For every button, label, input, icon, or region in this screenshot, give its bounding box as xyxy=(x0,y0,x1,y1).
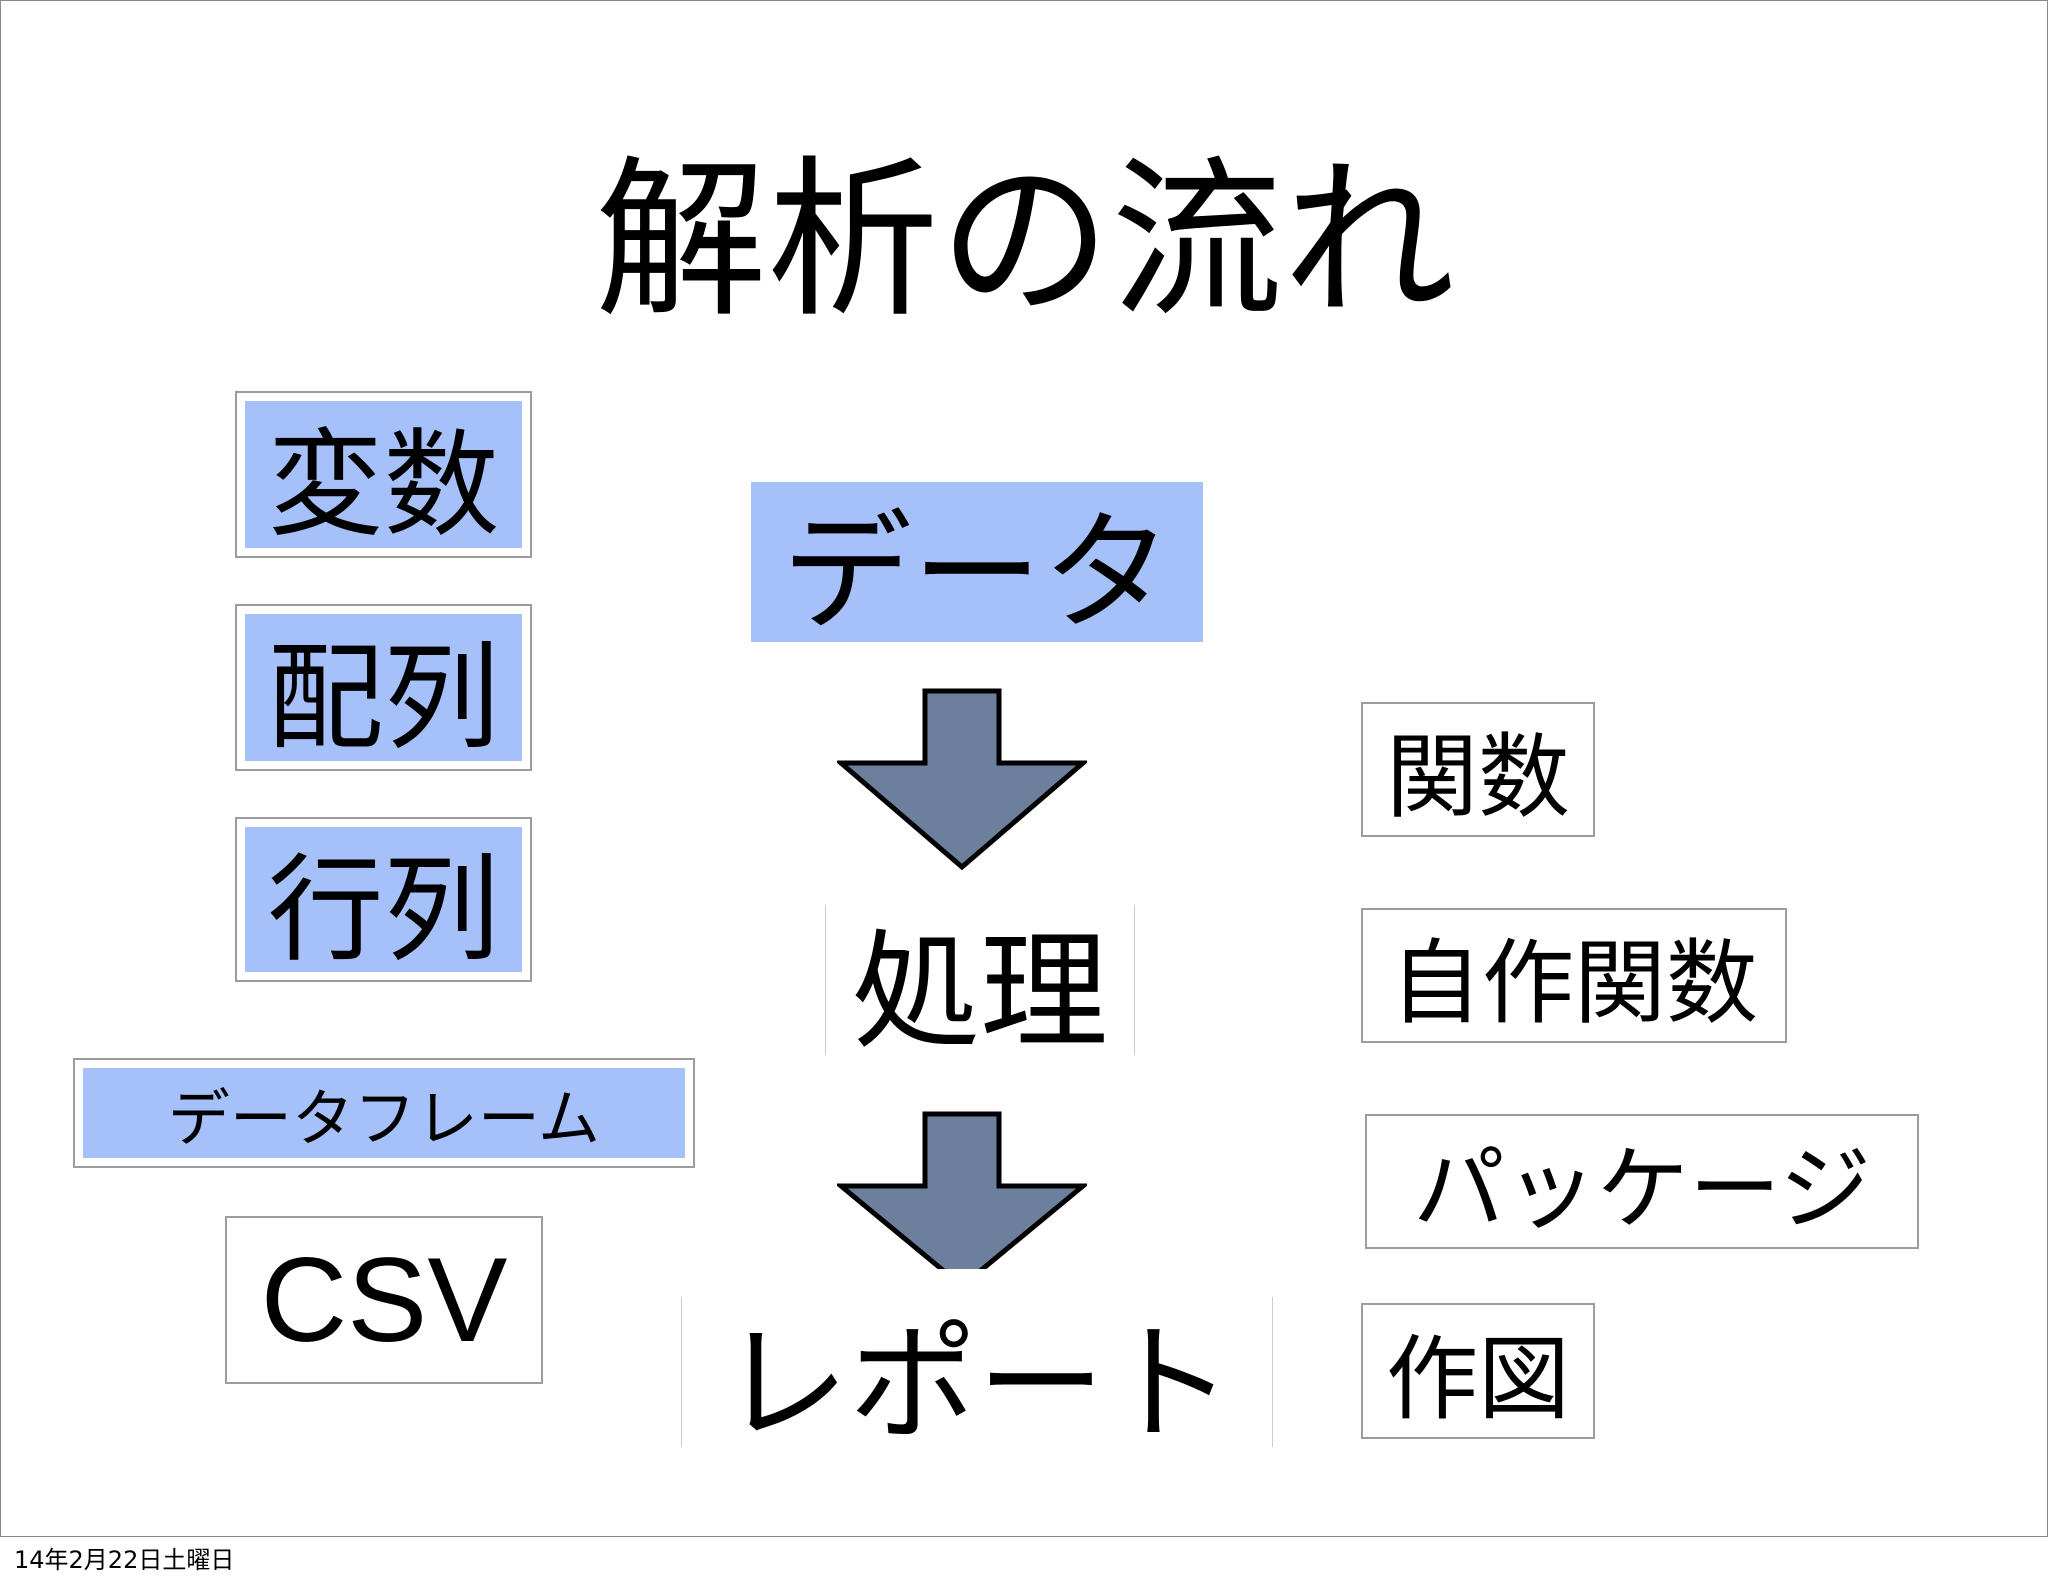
term-dataframe-label: データフレーム xyxy=(83,1068,685,1158)
flow-step-report: レポート xyxy=(657,1269,1299,1477)
flow-step-data: データ xyxy=(727,456,1229,661)
flow-step-process: 処理 xyxy=(799,875,1159,1083)
term-dataframe: データフレーム xyxy=(73,1058,695,1168)
flow-step-report-label: レポート xyxy=(681,1297,1273,1459)
term-array-label: 配列 xyxy=(245,614,522,766)
flow-step-process-label: 処理 xyxy=(825,905,1135,1067)
term-function: 関数 xyxy=(1361,702,1595,837)
term-plotting: 作図 xyxy=(1361,1303,1595,1439)
term-package: パッケージ xyxy=(1365,1114,1919,1249)
term-csv: CSV xyxy=(225,1216,543,1384)
term-matrix: 行列 xyxy=(235,817,532,982)
flow-step-data-label: データ xyxy=(751,482,1203,649)
term-variable: 変数 xyxy=(235,391,532,558)
slide-title: 解析の流れ xyxy=(595,140,1455,341)
footer-date: 14年2月22日土曜日 xyxy=(14,1546,235,1574)
term-variable-label: 変数 xyxy=(245,401,522,553)
term-matrix-label: 行列 xyxy=(245,827,522,978)
slide: 解析の流れ 変数 配列 行列 データフレーム CSV データ 処理 レポート 関… xyxy=(0,0,2048,1537)
down-arrow-icon xyxy=(837,688,1087,871)
down-arrow-icon xyxy=(837,1111,1087,1290)
term-array: 配列 xyxy=(235,604,532,771)
term-custom-function: 自作関数 xyxy=(1361,908,1787,1043)
